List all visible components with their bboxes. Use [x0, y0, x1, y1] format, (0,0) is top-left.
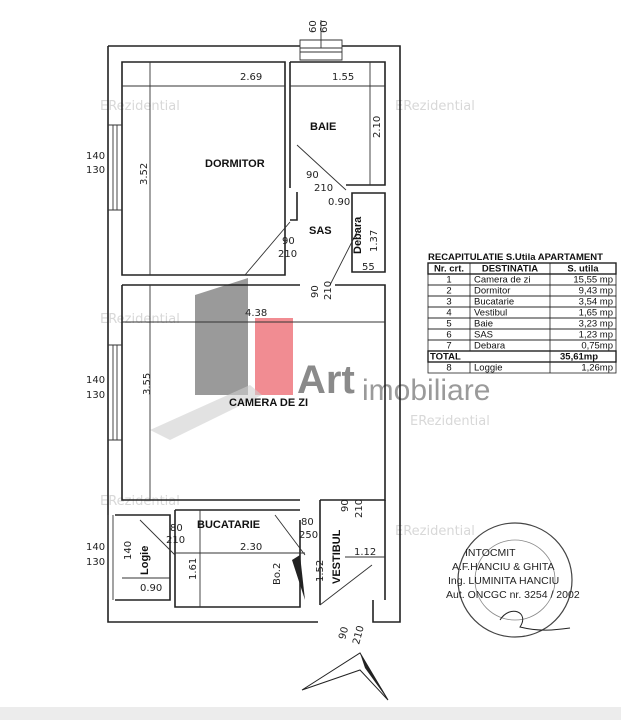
- dimension-label: 130: [86, 557, 105, 568]
- dimension-label: 1.55: [332, 72, 354, 83]
- table-cell: 1,23 mp: [579, 330, 613, 341]
- room-logie: Logie: [139, 546, 151, 575]
- table-cell: 3: [446, 297, 451, 308]
- table-cell: 2: [446, 286, 451, 297]
- table-cell: 3,23 mp: [579, 319, 613, 330]
- table-row: [427, 361, 617, 374]
- logo-imobiliare: imobiliare: [362, 374, 490, 407]
- table-cell: 6: [446, 330, 451, 341]
- dimension-label: 210: [351, 624, 367, 645]
- room-debara: Debara: [352, 216, 364, 254]
- table-cell: 9,43 mp: [579, 286, 613, 297]
- bottom-strip: [0, 707, 621, 720]
- dimension-label: 130: [86, 165, 105, 176]
- dimension-label: 2.30: [240, 542, 262, 553]
- room-camera-de-zi: CAMERA DE ZI: [229, 397, 308, 409]
- stamp-line: Ing. LUMINITA HANCIU: [448, 575, 559, 587]
- table-cell: 15,55 mp: [573, 275, 613, 286]
- dimension-label: 210: [354, 499, 365, 518]
- dimension-label: 90: [340, 499, 351, 512]
- dimension-label: 80: [301, 517, 314, 528]
- dimension-label: 1.61: [188, 558, 199, 580]
- table-cell: SAS: [474, 330, 493, 341]
- room-bucatarie: BUCATARIE: [197, 519, 260, 531]
- dimension-label: 0.90: [140, 583, 162, 594]
- dimension-label: 140: [123, 541, 134, 560]
- dimension-label: 90: [282, 236, 295, 247]
- watermark: ERezidential: [100, 99, 180, 114]
- dimension-label: 2.10: [372, 116, 383, 138]
- dimensions: 60 60 2.69 1.55 2.10 3.52 90 210 0.90 90…: [86, 20, 383, 646]
- dimension-label: 90: [337, 626, 351, 641]
- table-cell: Baie: [474, 319, 493, 330]
- stamp-line: A.F.HANCIU & GHITA: [452, 561, 554, 573]
- area-summary-table: RECAPITULATIE S.Utila APARTAMENT Nr. crt…: [427, 252, 617, 374]
- table-header: Nr. crt.: [434, 264, 464, 275]
- watermarks: ERezidential ERezidential ERezidential E…: [100, 99, 490, 539]
- dimension-label: 250: [299, 530, 318, 541]
- table-cell: Loggie: [474, 363, 503, 374]
- dimension-label: 55: [362, 262, 375, 273]
- dimension-label: 140: [86, 151, 105, 162]
- dimension-label: 60: [319, 20, 330, 33]
- room-vestibul: VESTIBUL: [331, 529, 343, 584]
- table-cell: Debara: [474, 341, 506, 352]
- dimension-label: 2.69: [240, 72, 262, 83]
- dimension-label: 3.55: [142, 373, 153, 395]
- room-baie: BAIE: [310, 121, 336, 133]
- table-header: DESTINATIA: [482, 264, 538, 275]
- dimension-label: 210: [314, 183, 333, 194]
- watermark: ERezidential: [395, 524, 475, 539]
- dimension-label: 4.38: [245, 308, 267, 319]
- dimension-label: 0.90: [328, 197, 350, 208]
- dimension-label: 90: [310, 285, 321, 298]
- stamp-line: Aut. ONCGC nr. 3254 / 2002: [446, 589, 580, 601]
- dimension-label: 60: [308, 20, 319, 33]
- north-arrow-icon: [301, 652, 389, 701]
- table-cell: Camera de zi: [474, 275, 531, 286]
- table-cell: 1: [446, 275, 451, 286]
- dimension-label: 1.12: [354, 547, 376, 558]
- table-cell: Vestibul: [474, 308, 507, 319]
- walls: [107, 20, 401, 623]
- total-value: 35,61mp: [560, 352, 598, 363]
- table-cell: 4: [446, 308, 451, 319]
- room-sas: SAS: [309, 225, 332, 237]
- stamp-line: INTOCMIT: [465, 547, 516, 559]
- art-imobiliare-logo: Art imobiliare: [150, 278, 490, 440]
- dimension-label: 1.37: [369, 230, 380, 252]
- table-header: S. utila: [567, 264, 599, 275]
- dimension-label: 90: [306, 170, 319, 181]
- table-cell: 7: [446, 341, 451, 352]
- dimension-label: 80: [170, 523, 183, 534]
- table-cell: 5: [446, 319, 451, 330]
- watermark: ERezidential: [395, 99, 475, 114]
- room-dormitor: DORMITOR: [205, 158, 265, 170]
- watermark: ERezidential: [410, 414, 490, 429]
- table-cell: 1,65 mp: [579, 308, 613, 319]
- dimension-label: 210: [166, 535, 185, 546]
- dimension-label: 210: [278, 249, 297, 260]
- watermark: ERezidential: [100, 312, 180, 327]
- table-cell: Bucatarie: [474, 297, 514, 308]
- table-cell: Dormitor: [474, 286, 510, 297]
- table-cell: 8: [446, 363, 451, 374]
- table-cell: 1,26mp: [581, 363, 613, 374]
- dimension-label: 140: [86, 375, 105, 386]
- dimension-label: 1.52: [315, 560, 326, 582]
- table-cell: 3,54 mp: [579, 297, 613, 308]
- dimension-label: 3.52: [139, 163, 150, 185]
- watermark: ERezidential: [100, 494, 180, 509]
- table-title: RECAPITULATIE S.Utila APARTAMENT: [428, 252, 603, 263]
- dimension-label: 210: [323, 281, 334, 300]
- dimension-label: 130: [86, 390, 105, 401]
- dimension-label: 140: [86, 542, 105, 553]
- total-label: TOTAL: [430, 352, 461, 363]
- table-cell: 0,75mp: [581, 341, 613, 352]
- logo-art: Art: [297, 358, 355, 402]
- dimension-label: Bo.2: [272, 563, 283, 585]
- surveyor-stamp: INTOCMIT A.F.HANCIU & GHITA Ing. LUMINIT…: [446, 522, 580, 638]
